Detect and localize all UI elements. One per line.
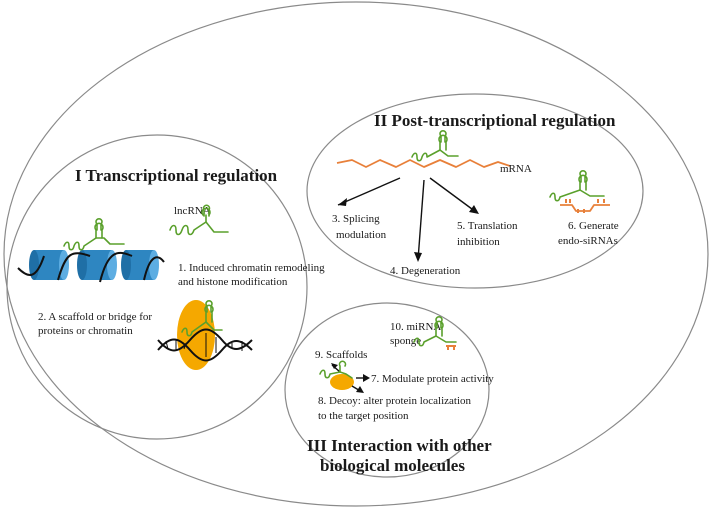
interaction-ellipse [284, 302, 490, 478]
endo-sirna-glyph [549, 170, 610, 213]
item7-label: 7. Modulate protein activity [371, 373, 494, 385]
interaction-protein-glyph [319, 360, 370, 393]
interaction-title-line2: biological molecules [320, 456, 465, 475]
item2-line1: 2. A scaffold or bridge for [38, 311, 152, 323]
outer-ellipse [3, 1, 709, 507]
item5-line2: inhibition [457, 236, 500, 248]
scaffold-protein-dna [157, 300, 253, 370]
post-transcriptional-title: II Post-transcriptional regulation [374, 111, 616, 130]
interaction-title-line1: III Interaction with other [307, 436, 492, 455]
item9-label: 9. Scaffolds [315, 349, 367, 361]
item10-line2: sponge [390, 335, 421, 347]
item8-line1: 8. Decoy: alter protein localization [318, 395, 472, 407]
chromatin-nucleosomes [17, 218, 165, 283]
mrna-arrows [337, 177, 479, 262]
transcriptional-title: I Transcriptional regulation [75, 166, 278, 185]
item1-line1: 1. Induced chromatin remodeling [178, 262, 325, 274]
mirna-sponge-glyph [413, 316, 457, 350]
item3-line2: modulation [336, 229, 387, 241]
item6-line2: endo-siRNAs [558, 235, 618, 247]
lncrna-glyph [169, 204, 229, 236]
item3-line1: 3. Splicing [332, 213, 380, 225]
item10-line1: 10. miRNA [390, 321, 441, 333]
post-transcriptional-ellipse [306, 93, 644, 289]
mrna-strand [336, 130, 511, 168]
item2-line2: proteins or chromatin [38, 325, 133, 337]
item1-line2: and histone modification [178, 276, 288, 288]
item5-line1: 5. Translation [457, 220, 518, 232]
mrna-label: mRNA [500, 163, 532, 175]
transcriptional-ellipse [6, 134, 308, 440]
item6-line1: 6. Generate [568, 220, 619, 232]
item8-line2: to the target position [318, 410, 409, 422]
item4-label: 4. Degeneration [390, 265, 461, 277]
